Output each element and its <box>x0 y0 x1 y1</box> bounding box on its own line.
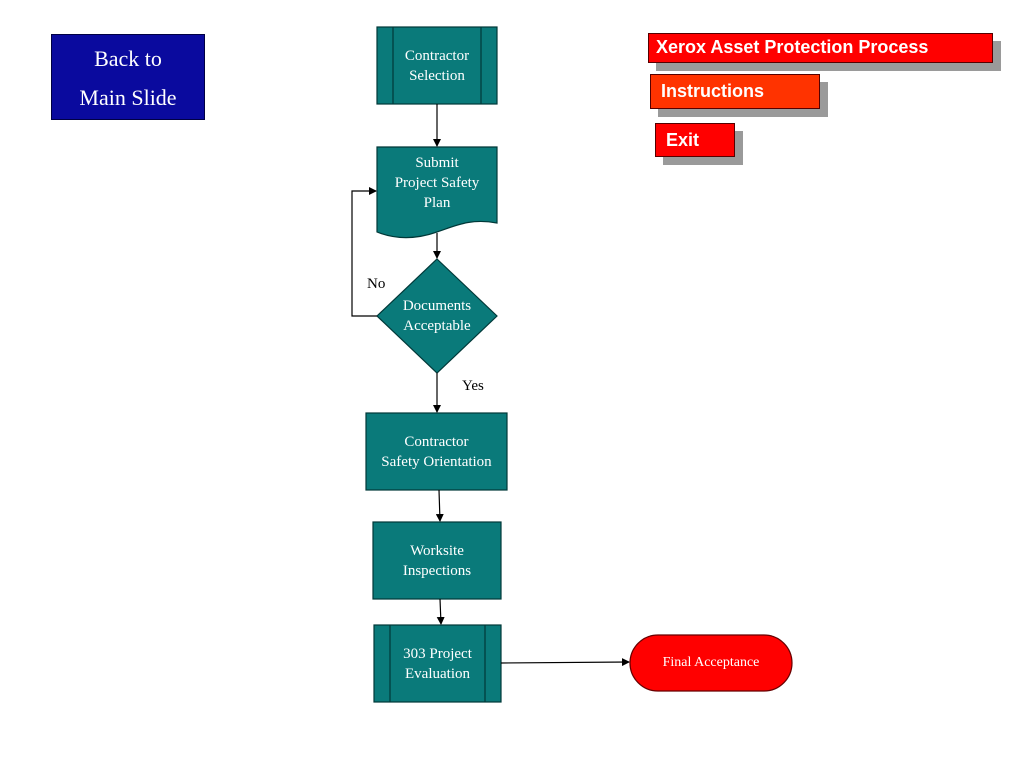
back-to-main-slide-button[interactable]: Back to Main Slide <box>51 34 205 120</box>
no-edge-label: No <box>367 276 386 292</box>
instructions-button[interactable]: Instructions <box>650 74 820 109</box>
flowchart-connectors <box>351 104 630 667</box>
worksite-inspections-node <box>372 521 502 600</box>
contractor-selection-node <box>376 26 498 105</box>
back-label-line1: Back to <box>94 46 162 71</box>
exit-button[interactable]: Exit <box>655 123 735 157</box>
final-acceptance-node <box>629 634 793 692</box>
back-label-line2: Main Slide <box>79 85 177 110</box>
final-acceptance-label: Final Acceptance <box>662 655 760 670</box>
yes-edge-label: Yes <box>462 378 484 394</box>
project-evaluation-node <box>373 624 502 703</box>
xerox-asset-protection-button[interactable]: Xerox Asset Protection Process <box>648 33 993 63</box>
submit-plan-node <box>376 146 498 239</box>
safety-orientation-node <box>365 412 508 491</box>
